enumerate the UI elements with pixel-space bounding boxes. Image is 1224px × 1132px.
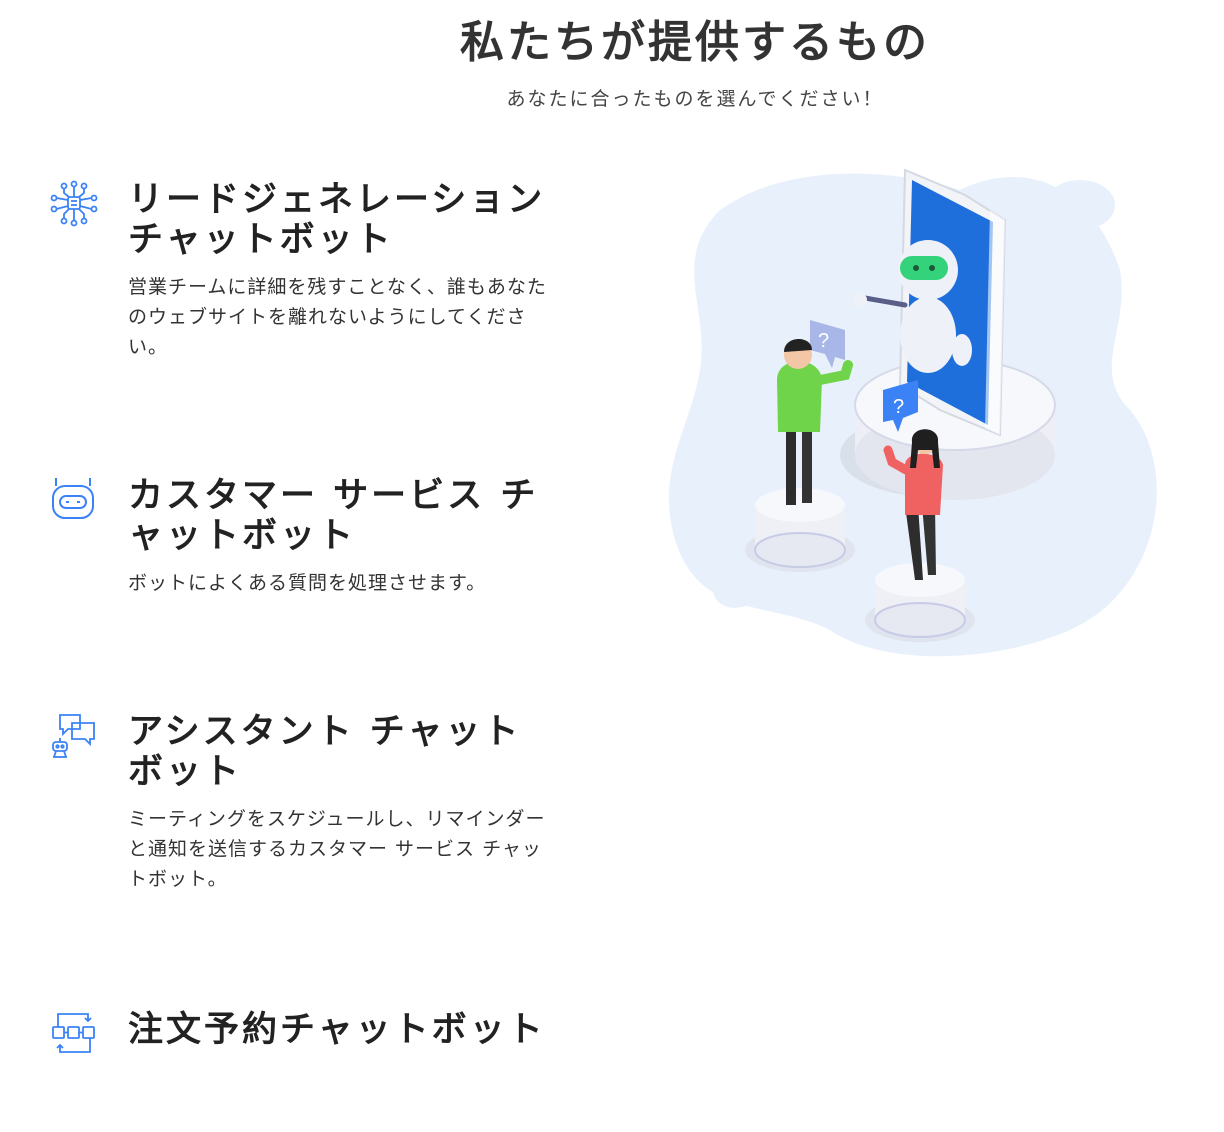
chat-assistant-icon bbox=[50, 712, 100, 762]
feature-description: ボットによくある質問を処理させます。 bbox=[128, 572, 487, 594]
question-mark: ? bbox=[818, 330, 829, 352]
feature-title: アシスタント チャットボット bbox=[128, 712, 522, 792]
background-blob bbox=[1045, 180, 1115, 230]
feature-text: アシスタント チャットボット ミーティングをスケジュールし、リマインダーと通知を… bbox=[128, 712, 558, 894]
background-blob bbox=[713, 572, 757, 608]
page-header: 私たちが提供するもの あなたに合ったものを選んでください！ bbox=[390, 16, 1000, 111]
page-title: 私たちが提供するもの bbox=[460, 17, 930, 68]
feature-text: リードジェネレーション チャットボット 営業チームに詳細を残すことなく、誰もあな… bbox=[128, 180, 558, 362]
feature-description: ミーティングをスケジュールし、リマインダーと通知を送信するカスタマー サービス … bbox=[128, 808, 546, 890]
network-nodes-icon bbox=[50, 180, 100, 230]
order-flow-icon bbox=[50, 1010, 100, 1060]
question-mark: ? bbox=[893, 396, 904, 418]
feature-title: 注文予約チャットボット bbox=[128, 1010, 546, 1050]
robot-face-icon bbox=[50, 476, 100, 526]
chatbot-illustration: ? ? bbox=[660, 150, 1180, 670]
feature-text: カスタマー サービス チャットボット ボットによくある質問を処理させます。 bbox=[128, 476, 558, 598]
feature-title: カスタマー サービス チャットボット bbox=[128, 476, 539, 556]
feature-title: リードジェネレーション チャットボット bbox=[128, 180, 546, 260]
feature-text: 注文予約チャットボット bbox=[128, 1010, 558, 1062]
page-subtitle: あなたに合ったものを選んでください！ bbox=[506, 88, 884, 110]
feature-description: 営業チームに詳細を残すことなく、誰もあなたのウェブサイトを離れないようにしてくだ… bbox=[128, 276, 547, 358]
